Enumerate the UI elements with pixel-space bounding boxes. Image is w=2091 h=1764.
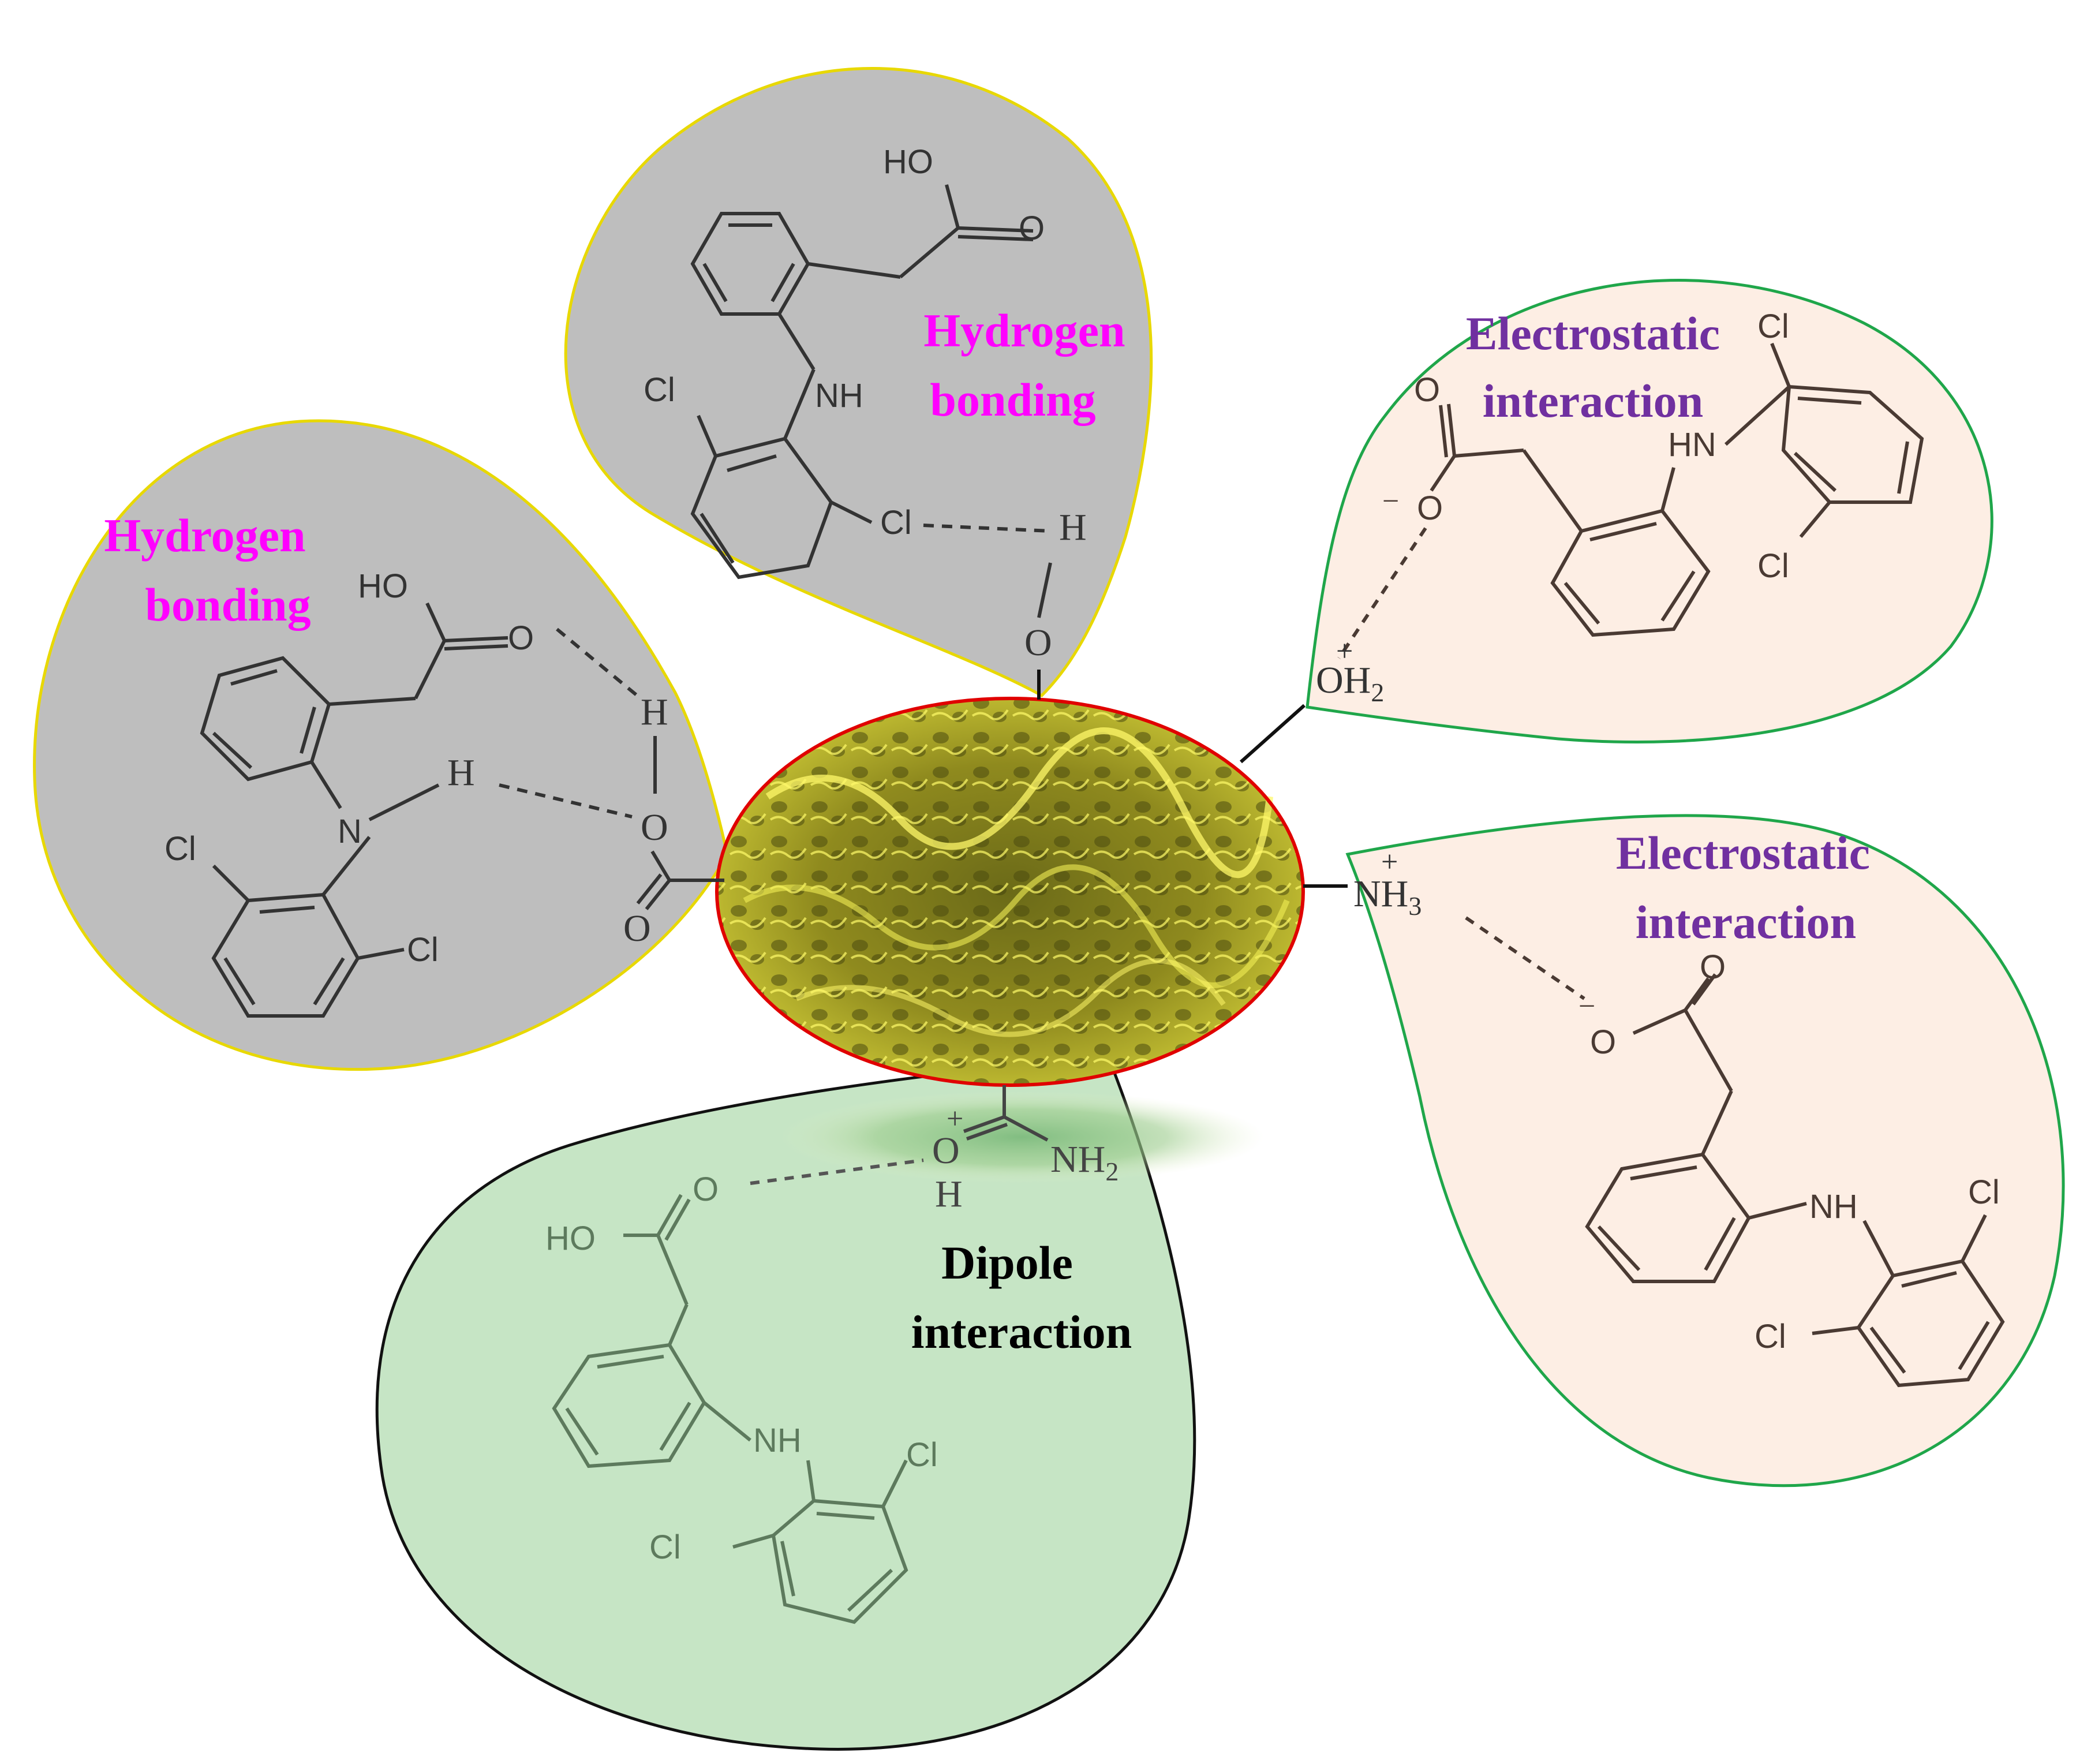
bond-amide-c-o1: [963, 1115, 1005, 1133]
label-dipole-line2: interaction: [911, 1306, 1132, 1358]
atom-top-h: H: [1059, 506, 1087, 548]
label-electro-lower-line1: Electrostatic: [1616, 827, 1870, 879]
atom-el-o-double: O: [1700, 948, 1726, 986]
atom-eu-cl1: Cl: [1757, 308, 1789, 345]
label-dipole-line1: Dipole: [941, 1236, 1073, 1289]
bond-left-n-h: [368, 783, 440, 821]
charge-el-minus: −: [1578, 990, 1595, 1023]
label-electro-upper-line2: interaction: [1483, 375, 1704, 427]
molecule-electro-lower: [1585, 973, 2005, 1388]
charge-eu-minus: −: [1382, 485, 1399, 518]
atom-top-cl2: Cl: [880, 504, 912, 541]
label-hbond-top-line1: Hydrogen: [923, 304, 1125, 357]
petal-hbond-left: [33, 419, 729, 1071]
petal-dipole: [375, 1055, 1196, 1751]
atom-top-cl1: Cl: [644, 371, 675, 409]
atom-left-h-surface: H: [641, 691, 668, 733]
atom-el-cl1: Cl: [1968, 1173, 2000, 1211]
electro-lower-dash: [1465, 916, 1585, 1000]
petal-electro-upper: [1306, 279, 1993, 744]
group-surface-oh2: OH2: [1316, 659, 1384, 707]
atom-left-surface-o2: O: [623, 907, 651, 950]
electro-upper-dash: [1337, 527, 1427, 659]
atom-eu-o-double: O: [1414, 371, 1440, 409]
atom-amide-o: O: [932, 1130, 960, 1172]
atom-top-o: O: [1019, 210, 1045, 247]
atom-left-cl1: Cl: [164, 830, 196, 868]
bond-surface-oh2: [1240, 704, 1306, 764]
amide-glow: [779, 1091, 1264, 1183]
atom-amide-h: H: [935, 1173, 963, 1215]
atom-eu-cl2: Cl: [1757, 547, 1789, 585]
atom-top-surface-o: O: [1024, 622, 1052, 664]
label-electro-upper-line1: Electrostatic: [1466, 307, 1720, 360]
atom-left-n: N: [338, 813, 362, 850]
molecule-left: [200, 602, 508, 1018]
charge-amide-plus: +: [947, 1102, 963, 1135]
atom-left-cl2: Cl: [407, 931, 439, 969]
atom-top-ho: HO: [883, 143, 933, 181]
atom-eu-o-minus: O: [1417, 489, 1443, 527]
atom-left-h-nh: H: [447, 752, 475, 794]
atom-top-nh: NH: [815, 377, 863, 414]
hbond-left-dash2: [499, 783, 633, 819]
group-surface-nh3: NH3: [1353, 873, 1422, 921]
atom-left-ho: HO: [358, 567, 408, 605]
bond-left-o-c: [650, 850, 671, 881]
charge-surface-nh3-plus: +: [1381, 846, 1398, 879]
hbond-top-dash: [923, 524, 1051, 533]
charge-surface-oh2-plus: +: [1336, 635, 1353, 668]
molecule-dipole: [552, 1194, 908, 1624]
label-hbond-left-line2: bonding: [145, 578, 311, 631]
atom-left-o: O: [508, 619, 534, 657]
bond-left-c-o-double2: [636, 873, 663, 905]
group-amide-nh2: NH2: [1050, 1138, 1119, 1186]
atom-dipole-ho: HO: [545, 1220, 596, 1257]
dipole-dash: [750, 1158, 924, 1185]
label-hbond-top-line2: bonding: [930, 373, 1095, 426]
bond-left-c-o-double1: [645, 879, 671, 910]
molecule-top: [690, 184, 1034, 580]
atom-dipole-nh: NH: [753, 1422, 802, 1459]
label-electro-lower-line2: interaction: [1636, 896, 1857, 948]
atom-dipole-o: O: [693, 1171, 719, 1208]
atom-el-o-minus: O: [1590, 1023, 1616, 1061]
bond-amide-c-o2: [966, 1123, 1008, 1141]
atom-el-nh: NH: [1809, 1188, 1858, 1225]
atom-eu-hn: HN: [1668, 426, 1716, 464]
molecule-electro-upper: [1430, 342, 1924, 637]
label-hbond-left-line1: Hydrogen: [104, 509, 305, 562]
atom-el-cl2: Cl: [1755, 1318, 1786, 1355]
adsorbent-particle: [715, 697, 1305, 1087]
atom-dipole-cl1: Cl: [906, 1436, 938, 1474]
atom-dipole-cl2: Cl: [649, 1528, 681, 1566]
atom-left-surface-o: O: [641, 806, 668, 849]
bond-top-h-o: [1037, 562, 1052, 618]
bond-amide-c-n: [1003, 1115, 1049, 1142]
